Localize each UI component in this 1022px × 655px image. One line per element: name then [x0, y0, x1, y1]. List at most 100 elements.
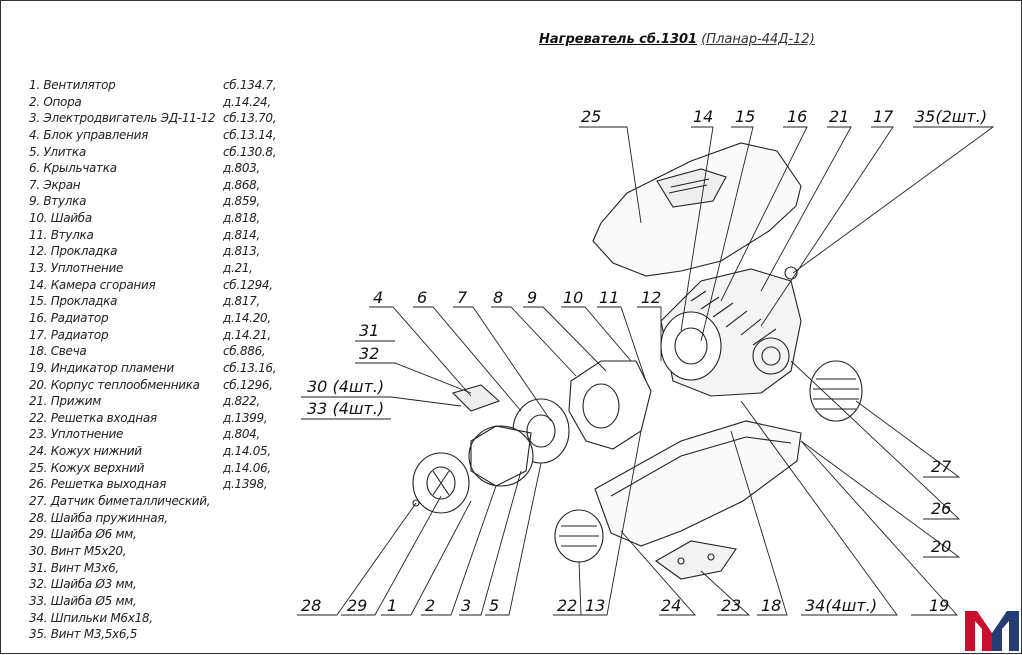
part-label: 2. Опора: [29, 94, 82, 109]
legend-row: 30. Винт М5х20,: [29, 544, 299, 561]
legend-row: 18. Свеча сб.886,: [29, 344, 299, 361]
part-label: 1. Вентилятор: [29, 78, 116, 92]
callout-bottom: 1: [387, 596, 397, 615]
title-sub: (Планар-44Д-12): [701, 32, 815, 47]
part-label: 14. Камера сгорания: [29, 277, 156, 292]
part-code: сб.13.16,: [223, 360, 277, 375]
part-label: 30. Винт М5х20,: [29, 543, 127, 558]
part-code: сб.1296,: [223, 377, 273, 392]
legend-row: 25. Кожух верхний д.14.06,: [29, 461, 299, 478]
part-label: 32. Шайба Ø3 мм,: [29, 577, 137, 592]
callout-upper_row: 6: [417, 288, 427, 307]
part-label: 29. Шайба Ø6 мм,: [29, 527, 137, 542]
part-label: 26. Решетка выходная: [29, 477, 166, 492]
legend-row: 34. Шпильки М6х18,: [29, 611, 299, 628]
callout-bottom: 29: [347, 596, 367, 615]
callout-top: 16: [787, 107, 807, 126]
part-code: д.14.20,: [223, 310, 271, 325]
callout-top: 21: [829, 107, 849, 126]
legend-row: 16. Радиатор д.14.20,: [29, 311, 299, 328]
title-main: Нагреватель сб.1301: [539, 32, 698, 47]
part-label: 9. Втулка: [29, 194, 87, 209]
part-label: 23. Уплотнение: [29, 427, 124, 442]
callout-left: 32: [359, 344, 379, 363]
callout-left: 30 (4шт.): [307, 377, 384, 396]
callout-top: 35(2шт.): [915, 107, 987, 126]
legend-row: 13. Уплотнение д.21,: [29, 261, 299, 278]
callout-bottom: 22: [557, 596, 577, 615]
part-label: 4. Блок управления: [29, 127, 149, 142]
part-label: 16. Радиатор: [29, 310, 109, 325]
callout-upper_row: 4: [373, 288, 383, 307]
legend-row: 17. Радиатор д.14.21,: [29, 328, 299, 345]
control-unit-part: [451, 384, 501, 412]
callout-top: 25: [581, 107, 601, 126]
callout-top: 15: [735, 107, 755, 126]
part-code: д.1399,: [223, 410, 268, 425]
part-code: д.14.06,: [223, 460, 271, 475]
part-code: д.1398,: [223, 477, 268, 492]
manufacturer-logo: [965, 611, 1019, 651]
legend-row: 33. Шайба Ø5 мм,: [29, 594, 299, 611]
callout-upper_row: 7: [457, 288, 468, 307]
callout-upper_row: 10: [563, 288, 583, 307]
legend-row: 10. Шайба д.818,: [29, 211, 299, 228]
callout-right: 20: [931, 537, 951, 556]
part-code: д.817,: [223, 294, 261, 309]
legend-row: 32. Шайба Ø3 мм,: [29, 577, 299, 594]
legend-row: 22. Решетка входная д.1399,: [29, 411, 299, 428]
part-code: д.14.21,: [223, 327, 271, 342]
callout-bottom: 23: [721, 596, 741, 615]
motor-part: [468, 425, 534, 487]
part-label: 27. Датчик биметаллический,: [29, 494, 211, 509]
part-label: 12. Прокладка: [29, 244, 118, 259]
part-label: 7. Экран: [29, 177, 81, 192]
part-label: 19. Индикатор пламени: [29, 360, 174, 375]
part-label: 11. Втулка: [29, 227, 94, 242]
part-label: 10. Шайба: [29, 211, 92, 226]
legend-row: 12. Прокладка д.813,: [29, 244, 299, 261]
part-label: 28. Шайба пружинная,: [29, 510, 168, 525]
part-code: д.803,: [223, 161, 261, 176]
callout-right: 27: [931, 457, 952, 476]
part-label: 34. Шпильки М6х18,: [29, 610, 153, 625]
part-code: д.14.24,: [223, 94, 271, 109]
legend-row: 2. Опора д.14.24,: [29, 95, 299, 112]
part-code: д.814,: [223, 227, 261, 242]
legend-row: 11. Втулка д.814,: [29, 228, 299, 245]
part-label: 17. Радиатор: [29, 327, 109, 342]
legend-row: 28. Шайба пружинная,: [29, 511, 299, 528]
part-label: 18. Свеча: [29, 344, 87, 359]
part-code: д.818,: [223, 211, 261, 226]
legend-row: 31. Винт М3х6,: [29, 561, 299, 578]
part-code: сб.886,: [223, 344, 266, 359]
part-code: д.21,: [223, 261, 253, 276]
callout-bottom: 5: [489, 596, 499, 615]
part-label: 24. Кожух нижний: [29, 444, 142, 459]
screen-part: [568, 360, 652, 450]
callout-left: 31: [359, 321, 379, 340]
part-label: 25. Кожух верхний: [29, 460, 145, 475]
callout-bottom: 19: [929, 596, 949, 615]
callout-top: 14: [693, 107, 713, 126]
drawing-title: Нагреватель сб.1301 (Планар-44Д-12): [539, 32, 815, 47]
part-label: 22. Решетка входная: [29, 410, 157, 425]
part-label: 31. Винт М3х6,: [29, 560, 119, 575]
gasket-part: [654, 540, 737, 580]
part-label: 13. Уплотнение: [29, 261, 124, 276]
part-code: д.14.05,: [223, 444, 271, 459]
upper-cover-part: [592, 142, 802, 277]
legend-row: 27. Датчик биметаллический,: [29, 494, 299, 511]
legend-row: 24. Кожух нижний д.14.05,: [29, 444, 299, 461]
part-code: д.822,: [223, 394, 261, 409]
part-label: 15. Прокладка: [29, 294, 118, 309]
part-code: сб.13.70,: [223, 111, 277, 126]
callout-right: 26: [931, 499, 951, 518]
part-code: д.813,: [223, 244, 261, 259]
